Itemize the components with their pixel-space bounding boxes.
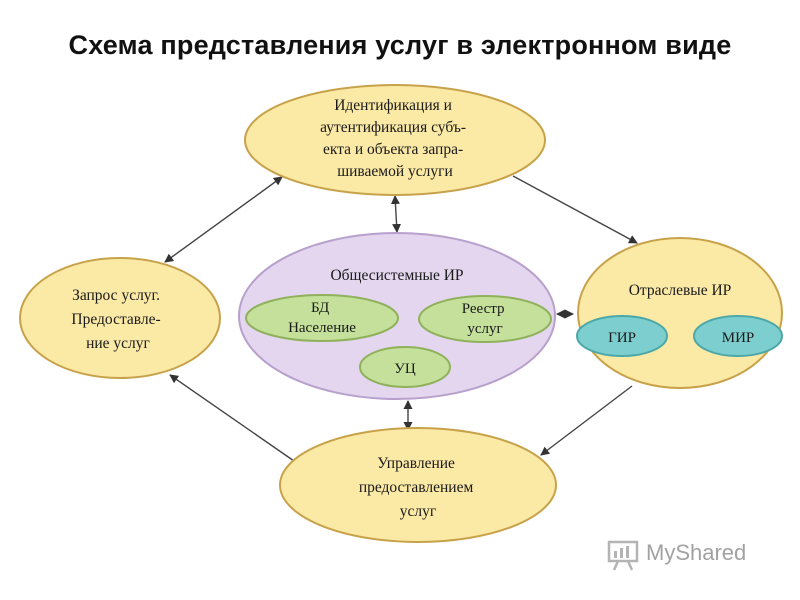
presentation-board-icon [607,540,639,571]
manage-line-3: услуг [400,503,436,520]
sector-ir-label: Отраслевые ИР [629,282,732,299]
node-mir: МИР [693,315,783,357]
uc-label: УЦ [394,361,416,377]
uc-ellipse [359,346,451,388]
node-identification: Идентификация и аутентификация субъ- ект… [244,84,546,196]
gir-label: ГИР [608,330,636,346]
node-service-registry: Реестр услуг [418,295,552,343]
node-request: Запрос услуг. Предоставле- ние услуг [19,257,221,379]
identification-ellipse [244,84,546,196]
request-line-1: Запрос услуг. [72,287,160,304]
common-ir-label: Общесистемные ИР [330,267,463,284]
diagram-title: Схема представления услуг в электронном … [68,30,732,60]
svg-text:Запрос услуг. Предоставл: Запрос услуг. Предоставле- ние услуг [71,287,164,352]
db-ellipse [245,294,399,342]
management-ellipse [279,427,557,543]
sector-ir-ellipse [577,237,783,389]
manage-line-2: предоставлением [359,479,474,496]
arrow-sector-manage [540,385,633,456]
watermark-logo: MyShared [606,538,766,572]
node-common-ir: Общесистемные ИР БД Население Реестр усл… [238,232,556,400]
manage-line-1: Управление [377,455,455,472]
svg-text:Реестр услуг: Реестр услуг [462,301,508,337]
svg-text:Идентификация и аутентиф: Идентификация и аутентификация субъ- ект… [320,97,470,180]
arrow-ident-common [390,195,402,233]
registry-line-2: услуг [467,321,502,337]
request-line-2: Предоставле- [71,311,160,328]
mir-label: МИР [722,330,755,346]
node-db-population: БД Население [245,294,399,342]
node-uc: УЦ [359,346,451,388]
ident-line-3: екта и объекта запра- [323,141,463,158]
request-line-3: ние услуг [86,335,150,352]
node-management: Управление предоставлением услуг [279,427,557,543]
svg-text:БД Население: БД Население [288,300,356,336]
watermark-text: MyShared [646,540,747,565]
node-gir: ГИР [576,315,668,357]
ident-line-4: шиваемой услуги [337,163,453,180]
db-line-1: БД [311,300,329,316]
ident-line-2: аутентификация субъ- [320,119,466,136]
ident-line-1: Идентификация и [334,97,452,114]
request-ellipse [19,257,221,379]
gir-ellipse [576,315,668,357]
registry-ellipse [418,295,552,343]
mir-ellipse [693,315,783,357]
registry-line-1: Реестр [462,301,505,317]
db-line-2: Население [288,320,356,336]
node-sector-ir: Отраслевые ИР ГИР МИР [576,237,783,389]
svg-text:Управление предоставлени: Управление предоставлением услуг [359,455,477,520]
arrow-request-ident [164,176,283,263]
arrow-manage-request [169,374,295,462]
arrow-ident-sector [512,175,638,244]
